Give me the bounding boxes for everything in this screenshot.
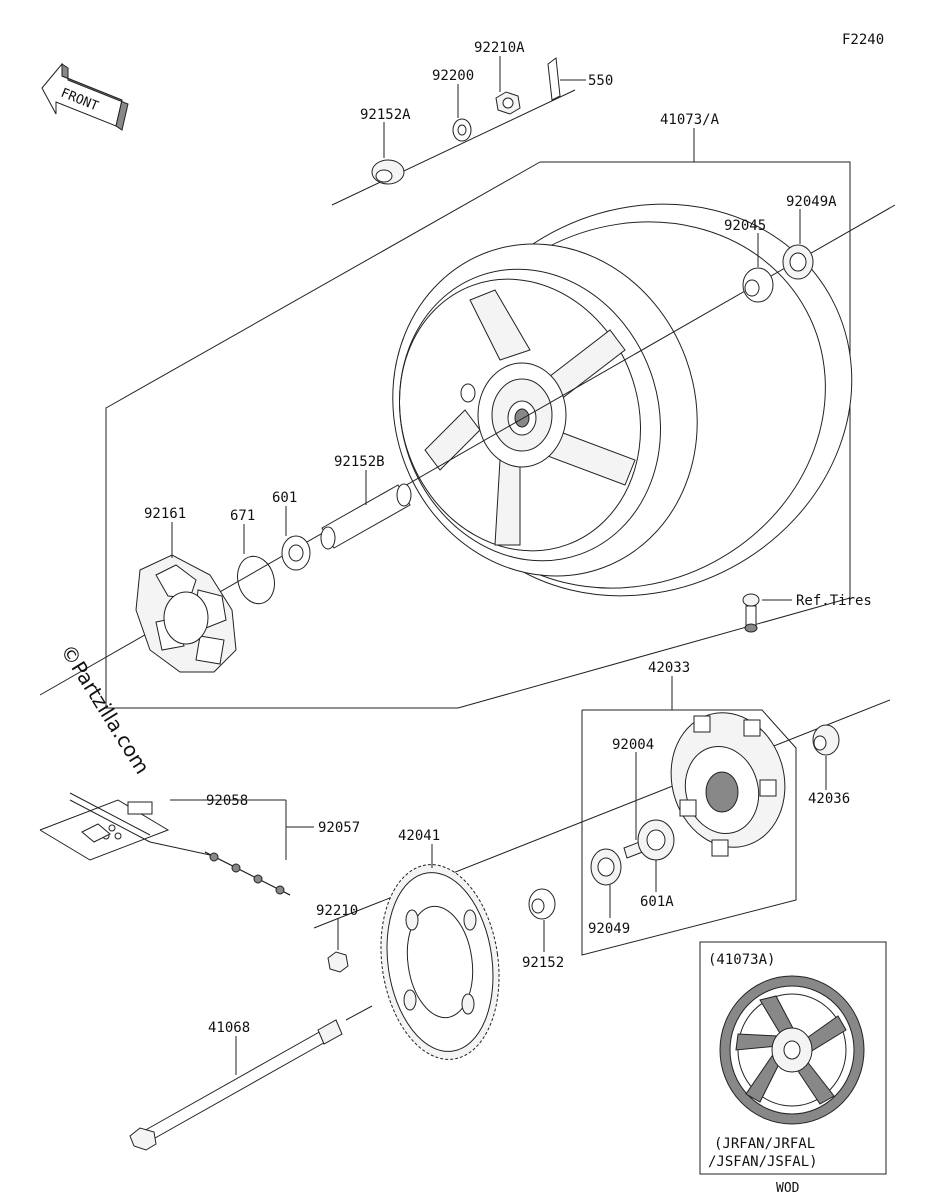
label-92045: 92045 — [724, 218, 766, 234]
part-42041-sprocket — [380, 864, 500, 1060]
inset-models-line2: /JSFAN/JSFAL) — [708, 1154, 818, 1170]
label-ref-tires: Ref.Tires — [796, 593, 872, 609]
chain-link-kit — [39, 792, 170, 861]
label-92049: 92049 — [588, 921, 630, 937]
part-92045-collar — [742, 267, 774, 303]
label-42036: 42036 — [808, 791, 850, 807]
label-42033: 42033 — [648, 660, 690, 676]
inset-frame — [699, 941, 887, 1175]
part-92152A-collar — [371, 159, 405, 185]
label-92161: 92161 — [144, 506, 186, 522]
label-92200: 92200 — [432, 68, 474, 84]
label-92210: 92210 — [316, 903, 358, 919]
label-92058: 92058 — [206, 793, 248, 809]
hub-assembly-frame — [581, 709, 797, 956]
part-601A-bearing — [637, 819, 675, 861]
inset-models-line1: (JRFAN/JRFAL — [714, 1136, 815, 1152]
part-601-bearing — [281, 535, 311, 571]
label-92049A: 92049A — [786, 194, 837, 210]
part-92049A-oil-seal — [782, 244, 814, 280]
label-92004: 92004 — [612, 737, 654, 753]
part-92210-nut — [327, 951, 349, 973]
inset-note: WOD — [776, 1181, 800, 1196]
part-92200-washer — [452, 118, 472, 142]
part-671-o-ring — [237, 555, 275, 605]
axle-axis-line — [345, 1005, 373, 1021]
label-550: 550 — [588, 73, 613, 89]
rear-wheel — [392, 203, 853, 597]
part-92057-drive-chain — [149, 841, 291, 896]
label-42041: 42041 — [398, 828, 440, 844]
label-92152: 92152 — [522, 955, 564, 971]
label-671: 671 — [230, 508, 255, 524]
part-41068-axle — [129, 1019, 343, 1151]
top-axis-line — [331, 89, 576, 206]
part-92210A-nut — [495, 91, 521, 115]
part-92049-oil-seal — [590, 848, 622, 886]
part-92152B-spacer — [320, 483, 412, 550]
part-92152-collar — [528, 888, 556, 920]
label-41068: 41068 — [208, 1020, 250, 1036]
label-92152B: 92152B — [334, 454, 385, 470]
inset-wheel-41073A — [719, 975, 865, 1125]
label-92057: 92057 — [318, 820, 360, 836]
part-92161-damper — [135, 554, 237, 673]
label-92152A: 92152A — [360, 107, 411, 123]
part-550-cotter-pin — [547, 57, 561, 101]
watermark: ©Partzilla.com — [56, 640, 155, 778]
wheel-assembly-frame — [105, 161, 851, 709]
front-arrow-icon: FRONT — [41, 62, 129, 131]
part-42036-collar — [812, 724, 840, 756]
diagram-code: F2240 — [842, 32, 884, 48]
part-42033-coupling — [670, 712, 786, 857]
label-601: 601 — [272, 490, 297, 506]
part-tire-valve — [742, 593, 760, 633]
label-92210A: 92210A — [474, 40, 525, 56]
label-41073A: 41073/A — [660, 112, 720, 128]
label-601A: 601A — [640, 894, 674, 910]
inset-title: (41073A) — [708, 952, 775, 968]
